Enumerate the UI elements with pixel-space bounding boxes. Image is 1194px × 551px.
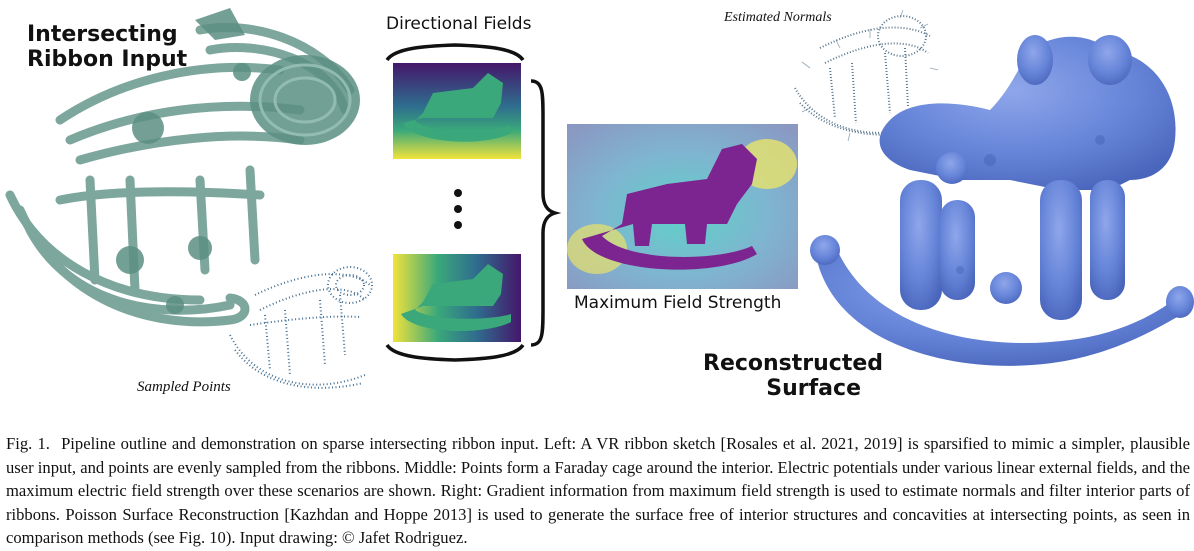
sampled-points-illustration: [229, 266, 373, 389]
reconstructed-surface-illustration: [810, 35, 1194, 366]
surface-title: Reconstructed Surface: [703, 351, 884, 401]
estimated-normals-illustration: [794, 9, 939, 142]
input-title-line2: Ribbon Input: [27, 47, 188, 72]
max-field-strength-label: Maximum Field Strength: [574, 293, 782, 313]
pipeline-figure: Intersecting Ribbon Input Sampled Points…: [5, 8, 1194, 401]
surface-title-line2: Surface: [766, 376, 861, 401]
surface-title-line1: Reconstructed: [703, 351, 884, 376]
ribbon-input-illustration: [5, 8, 360, 327]
bottom-brace: [385, 343, 525, 362]
caption-lead: Fig. 1.: [6, 434, 50, 453]
top-brace: [385, 43, 525, 62]
sampled-points-label: Sampled Points: [137, 379, 231, 395]
input-title-line1: Intersecting: [27, 22, 178, 47]
directional-field-2: [393, 254, 521, 342]
figure-caption: Fig. 1. Pipeline outline and demonstrati…: [6, 432, 1190, 550]
input-title: Intersecting Ribbon Input: [27, 22, 187, 72]
ellipsis-dots: [450, 185, 466, 240]
directional-field-1: [393, 63, 521, 159]
right-curly-brace: [530, 79, 562, 347]
directional-fields-label: Directional Fields: [386, 14, 532, 34]
estimated-normals-label: Estimated Normals: [724, 10, 832, 25]
max-field-strength-map: [567, 124, 798, 289]
caption-text: Pipeline outline and demonstration on sp…: [6, 434, 1190, 547]
